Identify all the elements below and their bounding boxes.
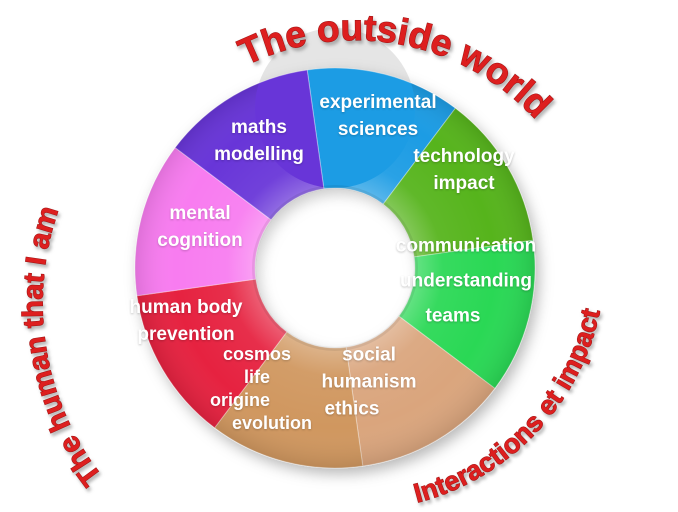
- donut-hole-edge: [252, 185, 418, 351]
- donut-wedges: [134, 67, 536, 469]
- arc-title-human-that-i-am: The human that I am: [17, 202, 108, 491]
